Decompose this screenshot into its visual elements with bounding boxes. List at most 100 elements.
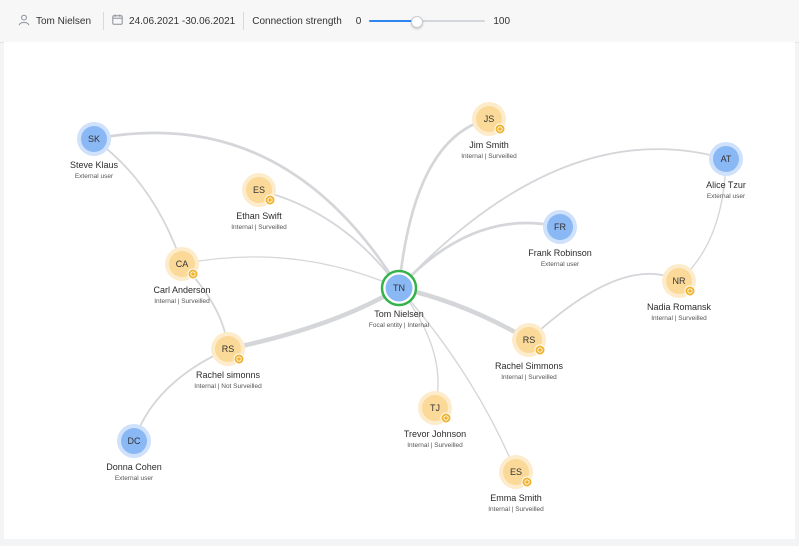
node-initials: AT [721, 154, 732, 164]
badge-glyph-icon [524, 479, 530, 485]
node-initials: JS [484, 114, 495, 124]
node-subtitle: External user [115, 475, 154, 482]
node-name: Carl Anderson [153, 285, 210, 295]
badge-glyph-icon [687, 288, 693, 294]
node-name: Rachel Simmons [495, 361, 564, 371]
node-circle [121, 428, 147, 454]
slider-track[interactable] [369, 20, 486, 22]
node-circle [713, 146, 739, 172]
node-circle [81, 126, 107, 152]
node-subtitle: Internal | Not Surveilled [194, 383, 262, 390]
edge-tn-at[interactable] [398, 148, 727, 289]
node-circle [246, 177, 272, 203]
node-subtitle: Internal | Surveilled [154, 298, 210, 305]
surveilled-badge-icon [494, 123, 506, 135]
badge-glyph-icon [497, 126, 503, 132]
node-subtitle: Internal | Surveilled [651, 315, 707, 322]
node-name: Rachel simonns [196, 370, 261, 380]
slider-max: 100 [493, 15, 511, 27]
node-subtitle: Internal | Surveilled [461, 153, 517, 160]
surveilled-badge-icon [521, 476, 533, 488]
node-initials: ES [253, 185, 265, 195]
surveilled-badge-icon [440, 412, 452, 424]
node-initials: FR [554, 222, 566, 232]
node-initials: CA [176, 259, 189, 269]
node-name: Ethan Swift [236, 211, 282, 221]
node-subtitle: External user [707, 193, 746, 200]
node-subtitle: Internal | Surveilled [488, 506, 544, 513]
badge-glyph-icon [267, 197, 273, 203]
node-name: Steve Klaus [70, 160, 119, 170]
strength-slider[interactable] [369, 14, 486, 28]
node-subtitle: Internal | Surveilled [231, 224, 287, 231]
node-initials: ES [510, 467, 522, 477]
user-selector[interactable]: Tom Nielsen [18, 0, 91, 42]
edge-tn-es2[interactable] [398, 287, 517, 473]
node-initials: NR [673, 276, 686, 286]
calendar-icon [112, 14, 123, 28]
node-name: Donna Cohen [106, 462, 162, 472]
badge-glyph-icon [190, 271, 196, 277]
surveilled-badge-icon [187, 268, 199, 280]
node-initials: TN [393, 283, 405, 293]
node-circle [503, 459, 529, 485]
user-name: Tom Nielsen [36, 15, 92, 27]
edge-nr-at[interactable] [678, 158, 727, 282]
node-name: Trevor Johnson [404, 429, 466, 439]
surveilled-badge-icon [264, 194, 276, 206]
node-initials: SK [88, 134, 100, 144]
node-subtitle: External user [75, 173, 114, 180]
node-name: Jim Smith [469, 140, 509, 150]
node-name: Emma Smith [490, 493, 542, 503]
slider-min: 0 [355, 15, 362, 27]
surveilled-badge-icon [684, 285, 696, 297]
toolbar: Tom Nielsen 24.06.2021 -30.06.2021 Conne… [0, 0, 799, 43]
edge-tn-sk[interactable] [92, 131, 401, 290]
node-circle [666, 268, 692, 294]
edge-tn-ca[interactable] [181, 256, 400, 289]
edge-tn-fr[interactable] [397, 221, 562, 290]
node-circle [476, 106, 502, 132]
node-initials: RS [523, 335, 536, 345]
edge-tn-tj[interactable] [398, 287, 439, 409]
node-subtitle: Internal | Surveilled [407, 442, 463, 449]
surveilled-badge-icon [233, 353, 245, 365]
node-initials: TJ [430, 403, 440, 413]
edge-tn-rs1[interactable] [225, 285, 402, 352]
connection-strength-control: Connection strength 0 100 [252, 0, 510, 42]
slider-fill [369, 20, 416, 22]
date-range-picker[interactable]: 24.06.2021 -30.06.2021 [112, 0, 235, 42]
edge-sk-ca[interactable] [93, 138, 183, 265]
node-initials: RS [222, 344, 235, 354]
node-circle [547, 214, 573, 240]
strength-label: Connection strength [252, 15, 342, 27]
edge-tn-js[interactable] [397, 117, 491, 290]
node-circle [215, 336, 241, 362]
node-name: Alice Tzur [706, 180, 746, 190]
node-circle [385, 274, 413, 302]
node-subtitle: External user [541, 261, 580, 268]
slider-thumb[interactable] [410, 16, 423, 28]
edge-tn-es1[interactable] [258, 189, 400, 289]
badge-glyph-icon [443, 415, 449, 421]
node-name: Nadia Romansk [647, 302, 712, 312]
node-subtitle: Focal entity | Internal [369, 322, 430, 329]
user-icon [18, 14, 30, 29]
edge-rs1-dc[interactable] [133, 348, 229, 442]
